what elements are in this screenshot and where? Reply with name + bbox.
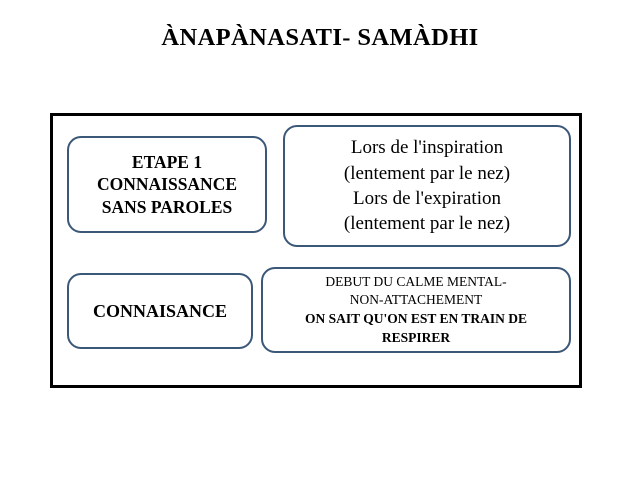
etape-1-line-1: ETAPE 1	[131, 152, 203, 173]
calme-line-2: NON-ATTACHEMENT	[349, 292, 483, 308]
respiration-line-3: Lors de l'expiration	[353, 188, 501, 209]
connaisance-label: CONNAISANCE	[92, 300, 227, 321]
diagram-outer-frame: ETAPE 1 CONNAISSANCE SANS PAROLES Lors d…	[50, 113, 582, 388]
calme-mental-box[interactable]: DEBUT DU CALME MENTAL- NON-ATTACHEMENT O…	[261, 267, 571, 353]
etape-1-box[interactable]: ETAPE 1 CONNAISSANCE SANS PAROLES	[67, 136, 267, 233]
respiration-line-2: (lentement par le nez)	[343, 162, 511, 184]
calme-line-3: ON SAIT QU'ON EST EN TRAIN DE	[304, 311, 528, 326]
calme-line-1: DEBUT DU CALME MENTAL-	[325, 273, 507, 289]
etape-1-line-3: SANS PAROLES	[101, 196, 233, 217]
etape-1-line-2: CONNAISSANCE	[96, 174, 238, 195]
calme-line-4: RESPIRER	[381, 329, 451, 345]
page-title: ÀNAPÀNASATI- SAMÀDHI	[161, 24, 479, 51]
respiration-box[interactable]: Lors de l'inspiration (lentement par le …	[283, 125, 571, 247]
respiration-line-4: (lentement par le nez)	[343, 213, 511, 235]
respiration-line-1: Lors de l'inspiration	[350, 137, 504, 159]
connaisance-box[interactable]: CONNAISANCE	[67, 273, 253, 349]
